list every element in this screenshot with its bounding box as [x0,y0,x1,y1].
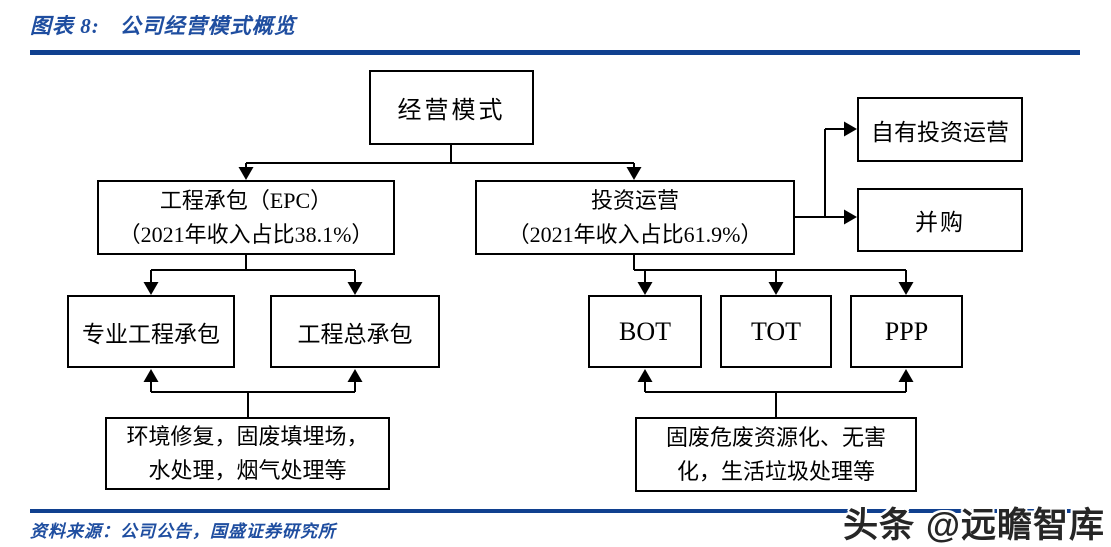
node-merger-acquisition: 并购 [857,188,1023,252]
node-investment-operation: 投资运营 （2021年收入占比61.9%） [475,180,795,255]
node-own-investment-operation: 自有投资运营 [857,97,1023,162]
node-label-line2: 化，生活垃圾处理等 [676,458,875,484]
bottom-divider-rule [30,509,1080,513]
node-ppp: PPP [850,295,963,368]
node-label: BOT [619,316,671,346]
node-label-line1: 工程承包（EPC） [159,187,333,213]
node-label: 并购 [915,210,965,235]
data-source-note: 资料来源：公司公告，国盛证券研究所 [30,522,336,541]
node-label-line1: 固废危废资源化、无害 [665,424,886,450]
node-label: TOT [750,316,802,346]
connector-invest-scope-fork [645,391,906,417]
connector-epc-scope-fork [151,391,355,417]
node-label-line2: 水处理，烟气处理等 [148,457,347,483]
node-label: PPP [884,316,929,346]
connector-root-split [246,145,634,164]
node-label: 专业工程承包 [82,321,220,347]
node-label-line2: （2021年收入占比38.1%） [118,221,374,247]
connector-epc-split [151,255,355,271]
node-label: 经营模式 [397,98,506,124]
node-professional-contracting: 专业工程承包 [67,295,235,368]
node-label: 工程总承包 [297,321,413,347]
node-label-line1: 环境修复，固废填埋场， [126,423,369,449]
node-label-line1: 投资运营 [590,187,679,213]
figure-label: 图表 8: [30,14,100,38]
node-invest-scope-detail: 固废危废资源化、无害 化，生活垃圾处理等 [635,417,917,492]
node-epc-contracting: 工程承包（EPC） （2021年收入占比38.1%） [97,180,395,255]
node-business-model: 经营模式 [369,70,534,145]
node-general-contracting: 工程总承包 [270,295,440,368]
node-bot: BOT [588,295,702,368]
figure-title: 公司经营模式概览 [119,14,296,38]
connector-invest-split [633,255,906,271]
toutiao-watermark: 头条 @远瞻智库 [843,506,1105,545]
node-label-line2: （2021年收入占比61.9%） [507,221,763,247]
node-tot: TOT [720,295,832,368]
node-epc-scope-detail: 环境修复，固废填埋场， 水处理，烟气处理等 [105,417,390,490]
node-label: 自有投资运营 [871,119,1009,145]
connector-invest-side [795,129,826,218]
figure-header: 图表 8: 公司经营模式概览 [30,10,296,40]
top-divider-rule [30,50,1080,55]
